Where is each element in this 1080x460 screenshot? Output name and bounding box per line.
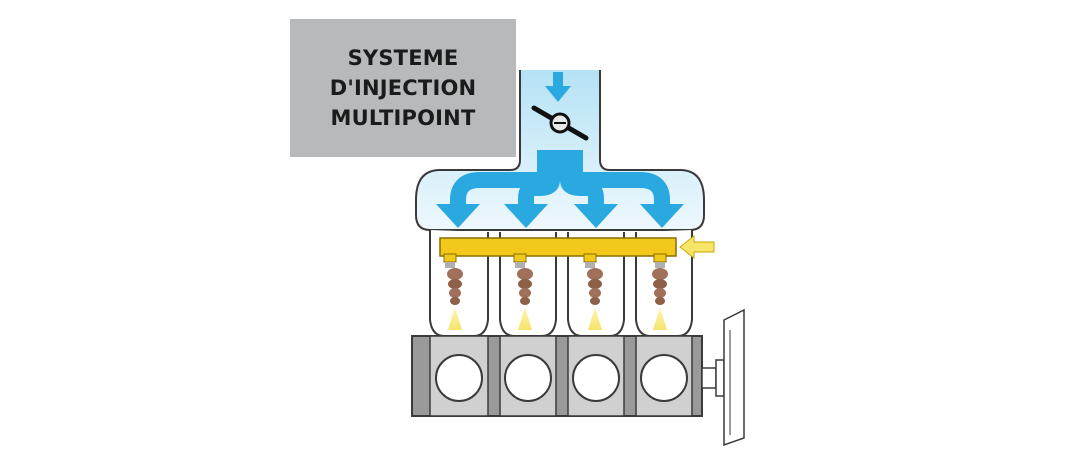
engine-block: [411, 335, 703, 417]
down-arrow-icon: [545, 72, 571, 102]
injector-3: [585, 262, 603, 330]
flywheel: [701, 308, 745, 447]
injector-2: [515, 262, 533, 330]
injector-4: [652, 262, 668, 330]
left-arrow-icon: [679, 234, 715, 260]
air-arrow-2: [504, 204, 548, 228]
throttle-valve-icon: [531, 105, 589, 141]
title-line-1: SYSTEME: [347, 46, 459, 70]
air-flow-arrows: [436, 150, 684, 228]
title-box: SYSTEME D'INJECTION MULTIPOINT: [290, 19, 516, 157]
cylinder-2: [504, 354, 552, 402]
air-arrow-4: [640, 204, 684, 228]
diagram-title: SYSTEME D'INJECTION MULTIPOINT: [330, 43, 477, 133]
injectors: [445, 262, 668, 330]
air-arrow-1: [436, 204, 480, 228]
title-line-2: D'INJECTION: [329, 76, 477, 100]
cylinder-3: [572, 354, 620, 402]
air-arrow-3: [574, 204, 618, 228]
injector-1: [445, 262, 463, 330]
cylinder-4: [640, 354, 688, 402]
cylinder-1: [435, 354, 483, 402]
title-line-3: MULTIPOINT: [330, 106, 476, 130]
